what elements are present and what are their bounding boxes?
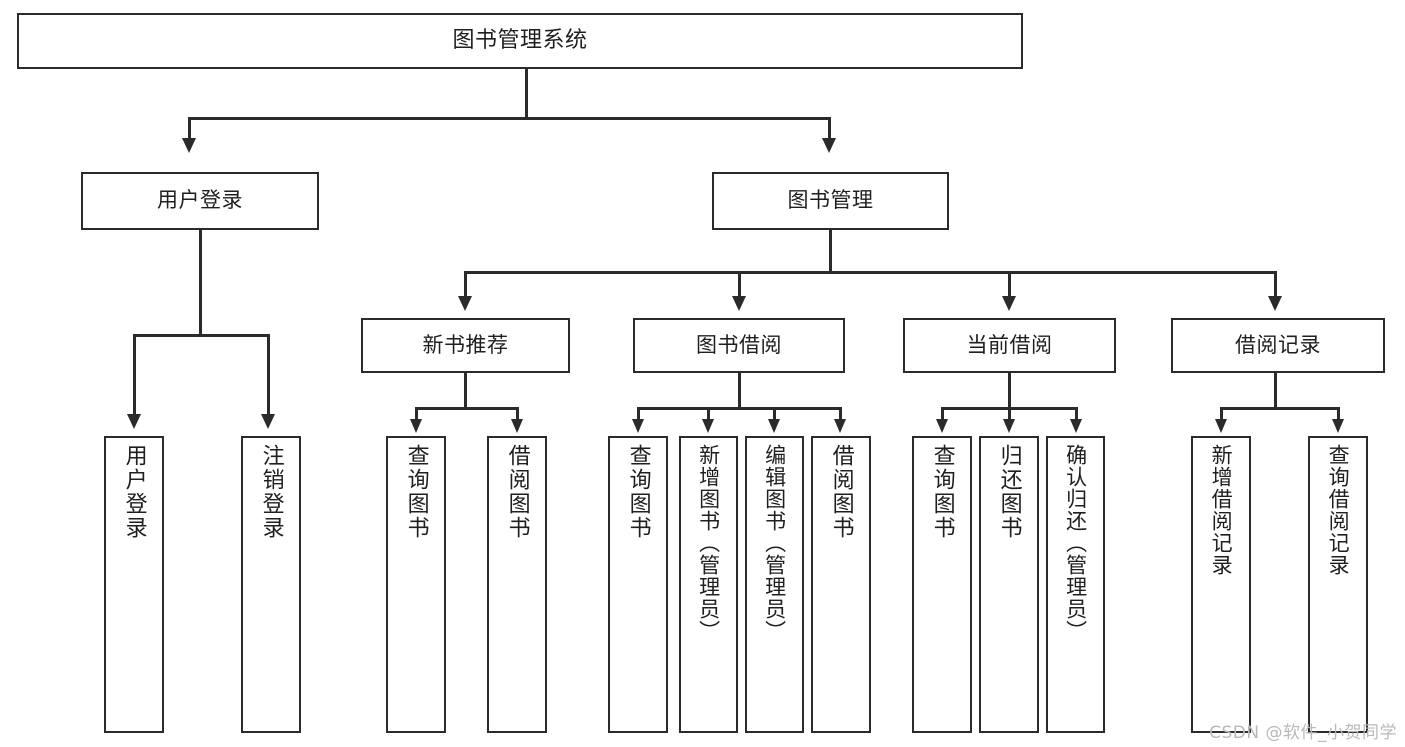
csdn-watermark: CSDN @软件_小贺同学 xyxy=(1209,723,1397,743)
connector-book-borrow-leaf-4 xyxy=(839,407,842,421)
arrow-user-login-leaf-2 xyxy=(261,414,275,429)
node-user-login[interactable]: 用户登录 xyxy=(81,172,319,230)
arrow-to-book-manage xyxy=(822,138,836,153)
leaf-borrow-record-query[interactable]: 查询借阅记录 xyxy=(1308,436,1368,733)
node-label: 图书管理 xyxy=(787,188,874,213)
connector-current-borrow-leaf-3 xyxy=(1075,407,1078,421)
leaf-book-borrow-query[interactable]: 查询图书 xyxy=(608,436,668,733)
node-label: 查询图书 xyxy=(625,444,651,540)
arrow-borrow-record-leaf-1 xyxy=(1215,419,1227,433)
arrow-book-borrow-leaf-4 xyxy=(834,419,846,433)
connector-to-current-borrow xyxy=(1008,271,1011,298)
connector-book-borrow-stem xyxy=(738,373,741,409)
node-label: 注销登录 xyxy=(258,444,284,540)
connector-book-borrow-leaf-2 xyxy=(707,407,710,421)
node-label: 编辑图书（管理员） xyxy=(762,444,787,642)
connector-user-login-bus xyxy=(133,334,269,337)
node-label: 当前借阅 xyxy=(966,332,1053,357)
connector-level3-bus xyxy=(464,271,1277,274)
node-label: 图书借阅 xyxy=(696,332,782,357)
connector-to-book-manage xyxy=(828,117,831,140)
leaf-book-borrow-add[interactable]: 新增图书（管理员） xyxy=(679,436,738,733)
connector-level2-bus xyxy=(188,117,831,120)
node-book-borrow[interactable]: 图书借阅 xyxy=(633,318,845,373)
connector-new-book-bus xyxy=(415,407,518,410)
arrow-book-borrow-leaf-3 xyxy=(768,419,780,433)
node-borrow-record[interactable]: 借阅记录 xyxy=(1171,318,1385,373)
connector-to-book-borrow xyxy=(738,271,741,298)
arrow-to-book-borrow xyxy=(732,296,746,311)
node-book-manage[interactable]: 图书管理 xyxy=(712,172,949,230)
connector-user-login-stem xyxy=(199,230,202,336)
node-label: 新书推荐 xyxy=(422,332,509,357)
connector-book-borrow-leaf-3 xyxy=(773,407,776,421)
leaf-current-borrow-query[interactable]: 查询图书 xyxy=(912,436,972,733)
node-label: 图书管理系统 xyxy=(452,27,588,53)
connector-to-new-book xyxy=(464,271,467,298)
leaf-user-login-login[interactable]: 用户登录 xyxy=(104,436,164,733)
leaf-current-borrow-confirm-return[interactable]: 确认归还（管理员） xyxy=(1046,436,1105,733)
connector-new-book-leaf-1 xyxy=(415,407,418,421)
connector-borrow-record-leaf-1 xyxy=(1220,407,1223,421)
node-label: 用户登录 xyxy=(157,188,243,213)
leaf-book-borrow-borrow[interactable]: 借阅图书 xyxy=(811,436,871,733)
leaf-new-book-borrow[interactable]: 借阅图书 xyxy=(487,436,547,733)
connector-current-borrow-stem xyxy=(1008,373,1011,409)
connector-to-user-login xyxy=(188,117,191,140)
connector-borrow-record-bus xyxy=(1220,407,1340,410)
node-label: 查询借阅记录 xyxy=(1326,444,1351,576)
node-label: 新增图书（管理员） xyxy=(696,444,721,642)
arrow-current-borrow-leaf-2 xyxy=(1003,419,1015,433)
node-label: 归还图书 xyxy=(996,444,1022,540)
arrow-book-borrow-leaf-2 xyxy=(702,419,714,433)
arrow-to-borrow-record xyxy=(1268,296,1282,311)
node-label: 借阅图书 xyxy=(504,444,530,540)
arrow-current-borrow-leaf-1 xyxy=(936,419,948,433)
connector-current-borrow-leaf-2 xyxy=(1008,407,1011,421)
connector-borrow-record-stem xyxy=(1274,373,1277,409)
node-label: 查询图书 xyxy=(403,444,429,540)
connector-current-borrow-leaf-1 xyxy=(941,407,944,421)
node-label: 新增借阅记录 xyxy=(1209,444,1234,576)
connector-root-stem xyxy=(525,69,528,118)
arrow-to-user-login xyxy=(182,138,196,153)
connector-new-book-stem xyxy=(464,373,467,409)
node-label: 借阅记录 xyxy=(1235,332,1321,357)
arrow-borrow-record-leaf-2 xyxy=(1332,419,1344,433)
connector-new-book-leaf-2 xyxy=(516,407,519,421)
arrow-new-book-leaf-1 xyxy=(410,419,422,433)
connector-book-borrow-bus xyxy=(637,407,842,410)
connector-to-borrow-record xyxy=(1274,271,1277,298)
leaf-book-borrow-edit[interactable]: 编辑图书（管理员） xyxy=(745,436,804,733)
node-new-book-recommend[interactable]: 新书推荐 xyxy=(361,318,570,373)
leaf-current-borrow-return[interactable]: 归还图书 xyxy=(979,436,1039,733)
node-current-borrow[interactable]: 当前借阅 xyxy=(903,318,1116,373)
arrow-to-new-book xyxy=(458,296,472,311)
node-label: 用户登录 xyxy=(121,444,147,540)
node-label: 借阅图书 xyxy=(828,444,854,540)
node-label: 查询图书 xyxy=(929,444,955,540)
arrow-to-current-borrow xyxy=(1002,296,1016,311)
leaf-new-book-query[interactable]: 查询图书 xyxy=(386,436,446,733)
leaf-borrow-record-add[interactable]: 新增借阅记录 xyxy=(1191,436,1251,733)
connector-user-login-leaf-2 xyxy=(267,334,270,417)
leaf-user-login-logout[interactable]: 注销登录 xyxy=(241,436,301,733)
node-label: 确认归还（管理员） xyxy=(1063,444,1088,642)
arrow-user-login-leaf-1 xyxy=(127,414,141,429)
arrow-new-book-leaf-2 xyxy=(511,419,523,433)
arrow-book-borrow-leaf-1 xyxy=(632,419,644,433)
connector-book-manage-stem xyxy=(829,230,832,273)
node-root-system[interactable]: 图书管理系统 xyxy=(17,13,1023,69)
arrow-current-borrow-leaf-3 xyxy=(1070,419,1082,433)
connector-book-borrow-leaf-1 xyxy=(637,407,640,421)
connector-borrow-record-leaf-2 xyxy=(1337,407,1340,421)
connector-user-login-leaf-1 xyxy=(133,334,136,417)
